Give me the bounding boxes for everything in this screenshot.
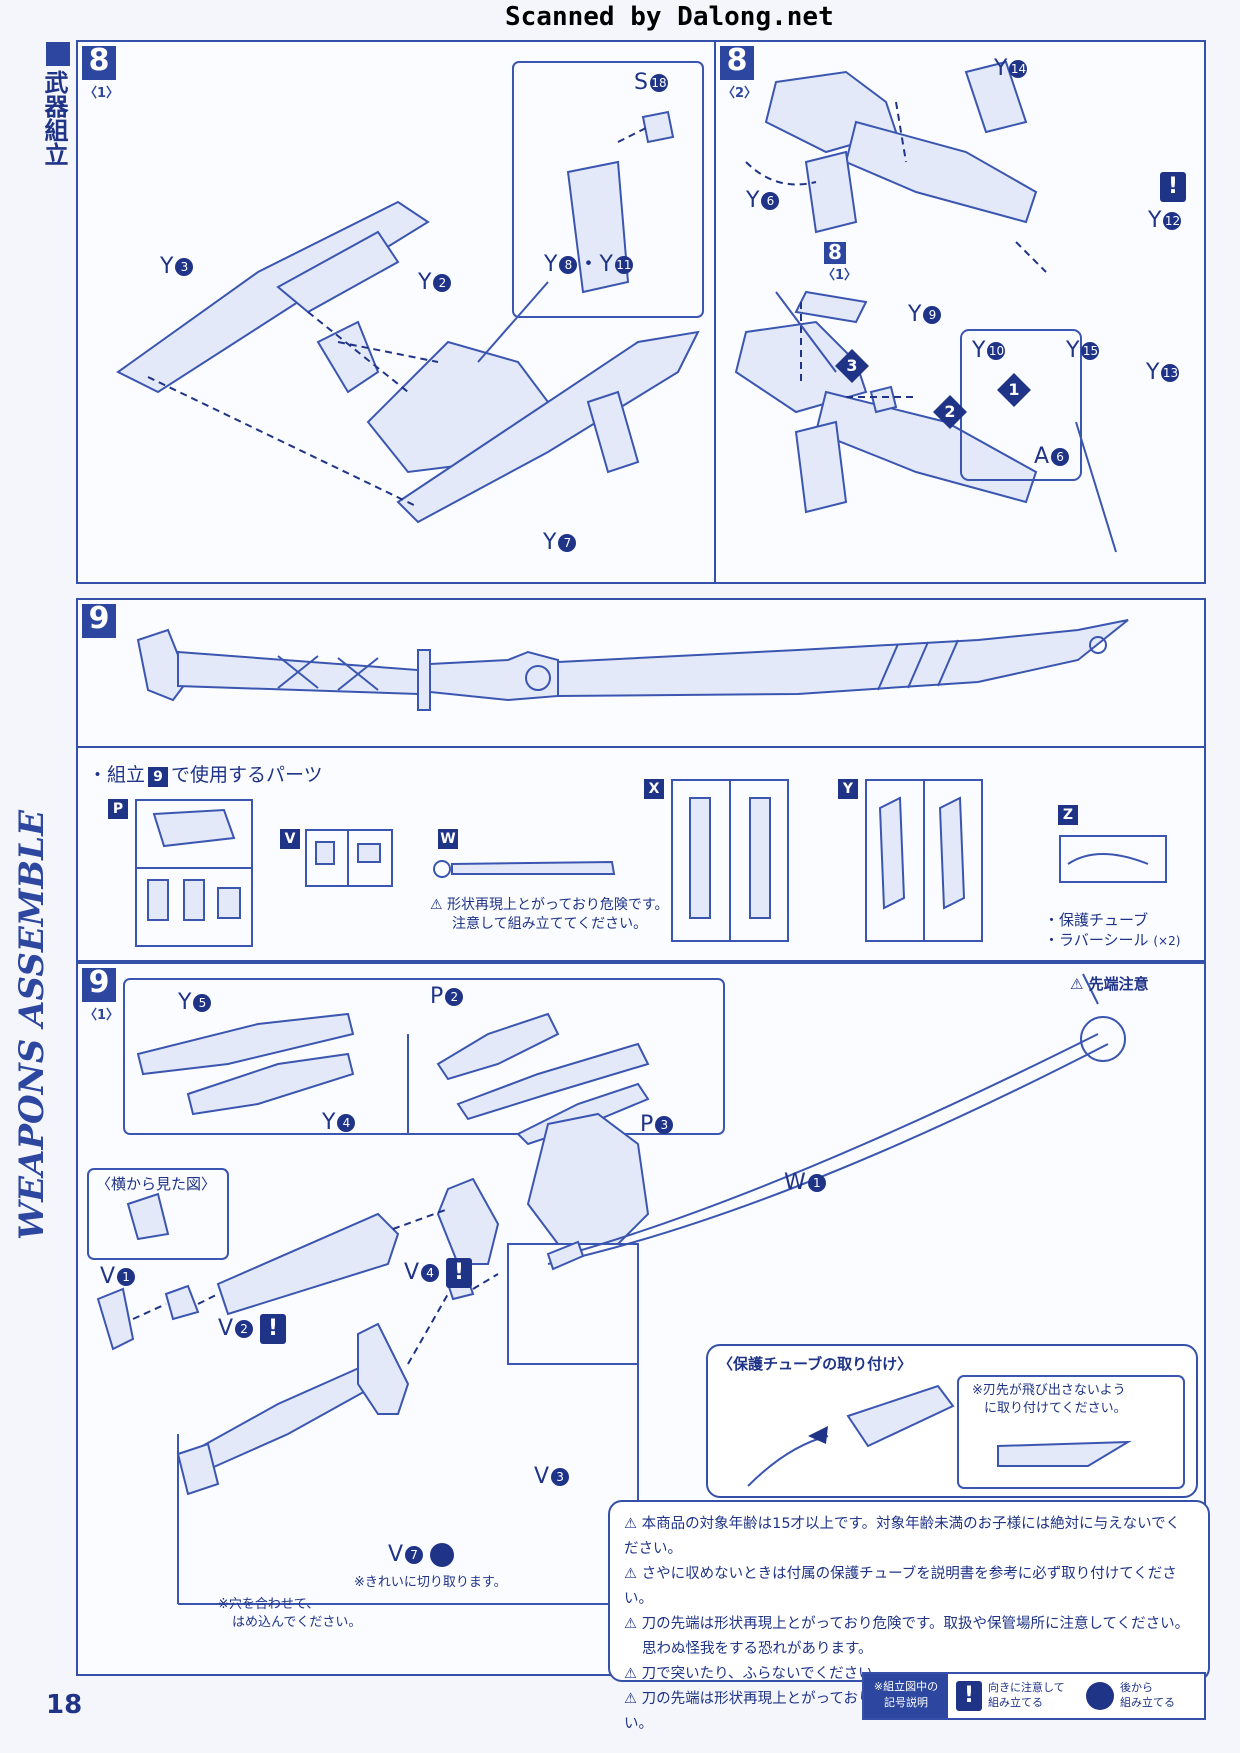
align-note: ※穴を合わせて、 はめ込んでください。: [218, 1597, 362, 1630]
warning-line: ⚠ 本商品の対象年齢は15才以上です。対象年齢未満のお子様には絶対に与えないでく…: [624, 1516, 1181, 1557]
order-2-icon: 2: [933, 395, 967, 429]
warning-line: ⚠ 刀で突いたり、ふらないでください。: [624, 1666, 888, 1682]
w-warning: ⚠ 形状再現上とがっており危険です。 注意して組み立ててください。: [430, 897, 669, 932]
tube-box-title: 〈保護チューブの取り付け〉: [718, 1355, 913, 1373]
runner-w-frame: [433, 860, 616, 878]
tip-caution: ⚠ 先端注意: [1070, 975, 1149, 993]
caution-icon: !: [1160, 172, 1186, 202]
step9-1-diagram: [87, 973, 1126, 1605]
step-number: 8: [82, 46, 116, 80]
tube-box: 〈保護チューブの取り付け〉 ※刃先が飛び出さないよう に取り付けてください。: [706, 1344, 1198, 1498]
warning-line: 思わぬ怪我をする恐れがあります。: [642, 1641, 873, 1657]
warning-line: ⚠ 刀の先端は形状再現上とがっており危険です。取扱や保管場所に注意してください。: [624, 1616, 1190, 1632]
runner-x-label: X: [644, 778, 664, 799]
runner-z-label: Z: [1058, 804, 1078, 825]
step-number: 8: [720, 46, 754, 80]
tube-note: ※刃先が飛び出さないよう に取り付けてください。: [972, 1383, 1127, 1416]
runner-y-label: Y: [838, 778, 858, 799]
step-number: 9: [82, 968, 116, 1002]
runner-x-frame: [671, 779, 789, 942]
symbol-legend: ※組立図中の記号説明 ! 向きに注意して組み立てる 後から組み立てる: [862, 1672, 1206, 1720]
cut-note: ※きれいに切り取ります。: [354, 1575, 507, 1590]
section-title-en: WEAPONS ASSEMBLE: [12, 810, 52, 1240]
section-title-jp: 武器組立: [40, 70, 68, 166]
step-sub: 〈2〉: [722, 86, 758, 101]
runner-w-label: W: [438, 828, 458, 849]
caution-icon: !: [260, 1314, 287, 1344]
caution-icon: !: [956, 1681, 982, 1711]
step-number: 9: [82, 604, 116, 638]
runner-v-frame: [305, 829, 393, 887]
warning-box: ⚠ 本商品の対象年齢は15才以上です。対象年齢未満のお子様には絶対に与えないでく…: [608, 1500, 1210, 1732]
order-3-icon: 3: [835, 349, 869, 383]
page-number: 18: [46, 1690, 83, 1720]
legend-item-orientation: 向きに注意して組み立てる: [988, 1681, 1065, 1709]
sword-diagram: [136, 619, 1129, 711]
extras-list: ・保護チューブ ・ラバーシール (×2): [1044, 911, 1181, 950]
sidebar-marker: [46, 42, 70, 66]
ref-step-number: 8: [824, 242, 846, 264]
runner-p-frame: [135, 799, 253, 947]
after-assembly-icon: [430, 1543, 455, 1567]
step9-panel: 9: [76, 598, 1206, 748]
warning-line: ⚠ さやに収めないときは付属の保護チューブを説明書を参考に必ず取り付けてください…: [624, 1566, 1177, 1607]
scan-credit: Scanned by Dalong.net: [505, 2, 834, 32]
tube-diagram: [747, 1375, 1185, 1489]
step8-1-diagram: [116, 61, 704, 524]
step-sub: 〈1〉: [84, 86, 120, 101]
runner-p-label: P: [108, 798, 128, 819]
step8-2-diagram: [734, 60, 1117, 553]
runner-v-label: V: [280, 828, 300, 849]
order-1-icon: 1: [997, 373, 1031, 407]
ref-step-sub: 〈1〉: [822, 268, 858, 283]
step-sub: 〈1〉: [84, 1008, 120, 1023]
runner-y-frame: [865, 779, 983, 942]
after-assembly-icon: [1086, 1682, 1114, 1710]
legend-title: ※組立図中の記号説明: [864, 1674, 948, 1718]
caution-icon: !: [446, 1258, 473, 1288]
runner-z-frame: [1059, 835, 1167, 883]
legend-item-later: 後から組み立てる: [1120, 1681, 1175, 1709]
side-view-label: 〈横から見た図〉: [96, 1175, 217, 1193]
